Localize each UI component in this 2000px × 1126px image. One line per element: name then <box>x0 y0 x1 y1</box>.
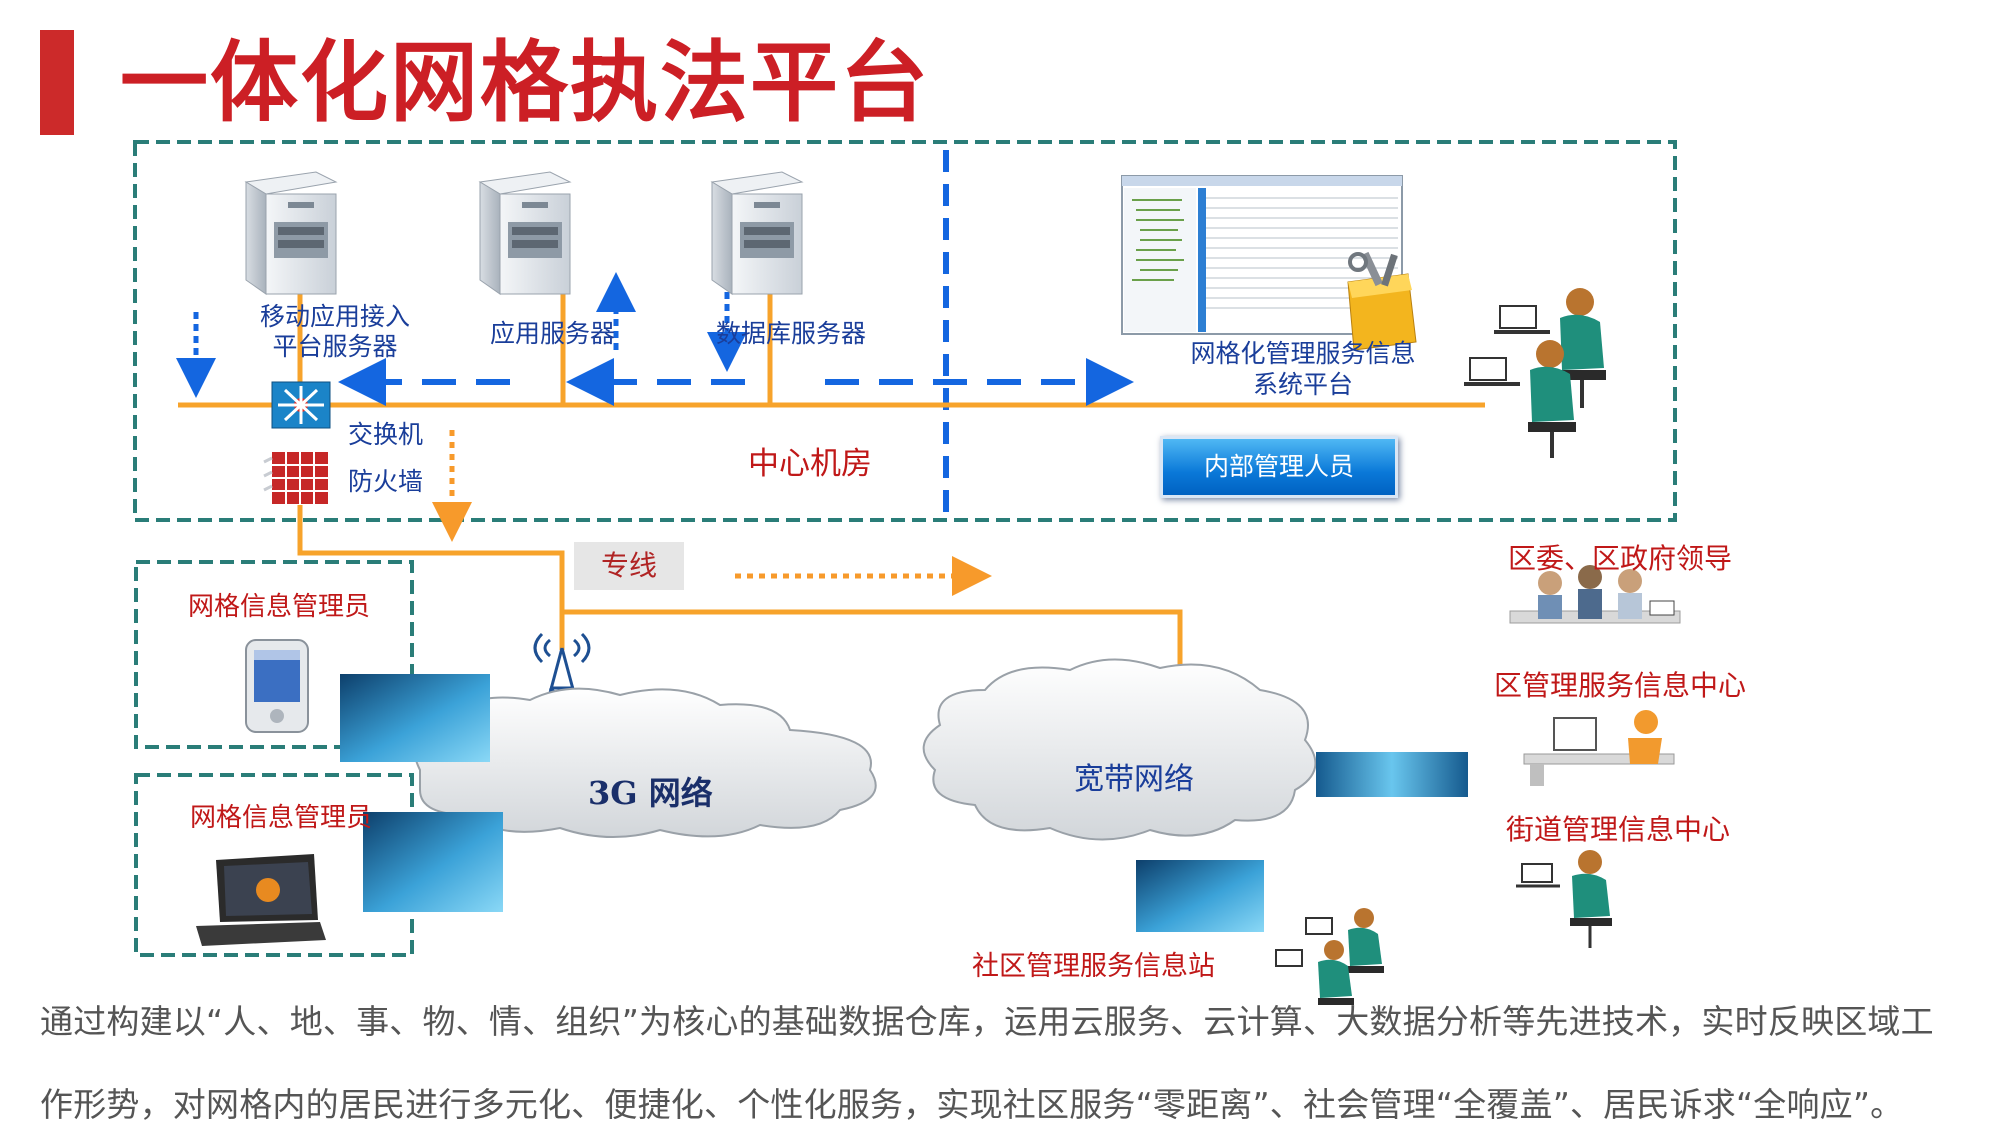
pda-device-icon <box>245 639 309 733</box>
description-line-2: 作形势，对网格内的居民进行多元化、便捷化、个性化服务，实现社区服务“零距离”、社… <box>40 1085 1904 1124</box>
grid-manager-label-1: 网格信息管理员 <box>188 592 371 622</box>
grid-manager-label-2: 网格信息管理员 <box>190 803 373 833</box>
app-server-label: 应用服务器 <box>490 319 616 348</box>
switch-label: 交换机 <box>348 420 424 449</box>
community-station-people-icon <box>1275 908 1384 1005</box>
page-title: 一体化网格执法平台 <box>120 31 931 134</box>
district-center-operator-icon <box>1523 710 1675 786</box>
db-server-label: 数据库服务器 <box>716 319 867 348</box>
leaders-label: 区委、区政府领导 <box>1508 542 1733 575</box>
grid-manager-frame-1 <box>134 560 414 749</box>
street-center-operator-icon <box>1516 850 1612 948</box>
switch-icon <box>271 381 331 429</box>
leaders-meeting-icon <box>1509 565 1681 624</box>
vertical-flow-arrows <box>176 272 747 398</box>
platform-label: 网格化管理服务信息 系统平台 <box>1168 338 1438 400</box>
mobile-server-label-line-1: 移动应用接入 <box>259 302 410 331</box>
data-center-label: 中心机房 <box>748 446 872 482</box>
platform-label-line-2: 系统平台 <box>1252 370 1353 399</box>
decorative-block-2 <box>363 812 503 912</box>
3g-network-label: 3G 网络 <box>588 774 713 812</box>
3g-network-cloud <box>413 687 877 839</box>
database-server-icon <box>710 171 804 295</box>
app-server-icon <box>478 171 572 295</box>
platform-label-line-1: 网格化管理服务信息 <box>1190 339 1416 368</box>
broadband-network-cloud <box>922 658 1317 841</box>
inner-staff-people-icon <box>1464 288 1606 458</box>
orange-flow-arrows <box>432 430 992 596</box>
toolbox-icon <box>1347 251 1417 351</box>
firewall-icon <box>263 452 328 504</box>
mobile-access-server-icon <box>244 171 338 295</box>
mobile-server-label: 移动应用接入 平台服务器 <box>250 302 420 362</box>
decorative-block-4 <box>1136 860 1264 932</box>
title-accent-bar <box>40 30 74 135</box>
broadband-network-label: 宽带网络 <box>1074 762 1194 797</box>
decorative-block-3 <box>1316 752 1468 797</box>
mobile-server-label-line-2: 平台服务器 <box>272 332 398 361</box>
decorative-block-1 <box>340 674 490 762</box>
community-station-label: 社区管理服务信息站 <box>972 951 1215 982</box>
data-center-frame <box>133 140 1677 522</box>
district-center-label: 区管理服务信息中心 <box>1494 669 1747 702</box>
firewall-label: 防火墙 <box>348 467 424 496</box>
laptop-icon <box>196 854 326 946</box>
description-line-1: 通过构建以“人、地、事、物、情、组织”为核心的基础数据仓库，运用云服务、云计算、… <box>40 1002 1934 1041</box>
street-center-label: 街道管理信息中心 <box>1506 813 1731 846</box>
inner-staff-tag: 内部管理人员 <box>1160 436 1398 498</box>
dedicated-line-tag: 专线 <box>574 542 684 590</box>
